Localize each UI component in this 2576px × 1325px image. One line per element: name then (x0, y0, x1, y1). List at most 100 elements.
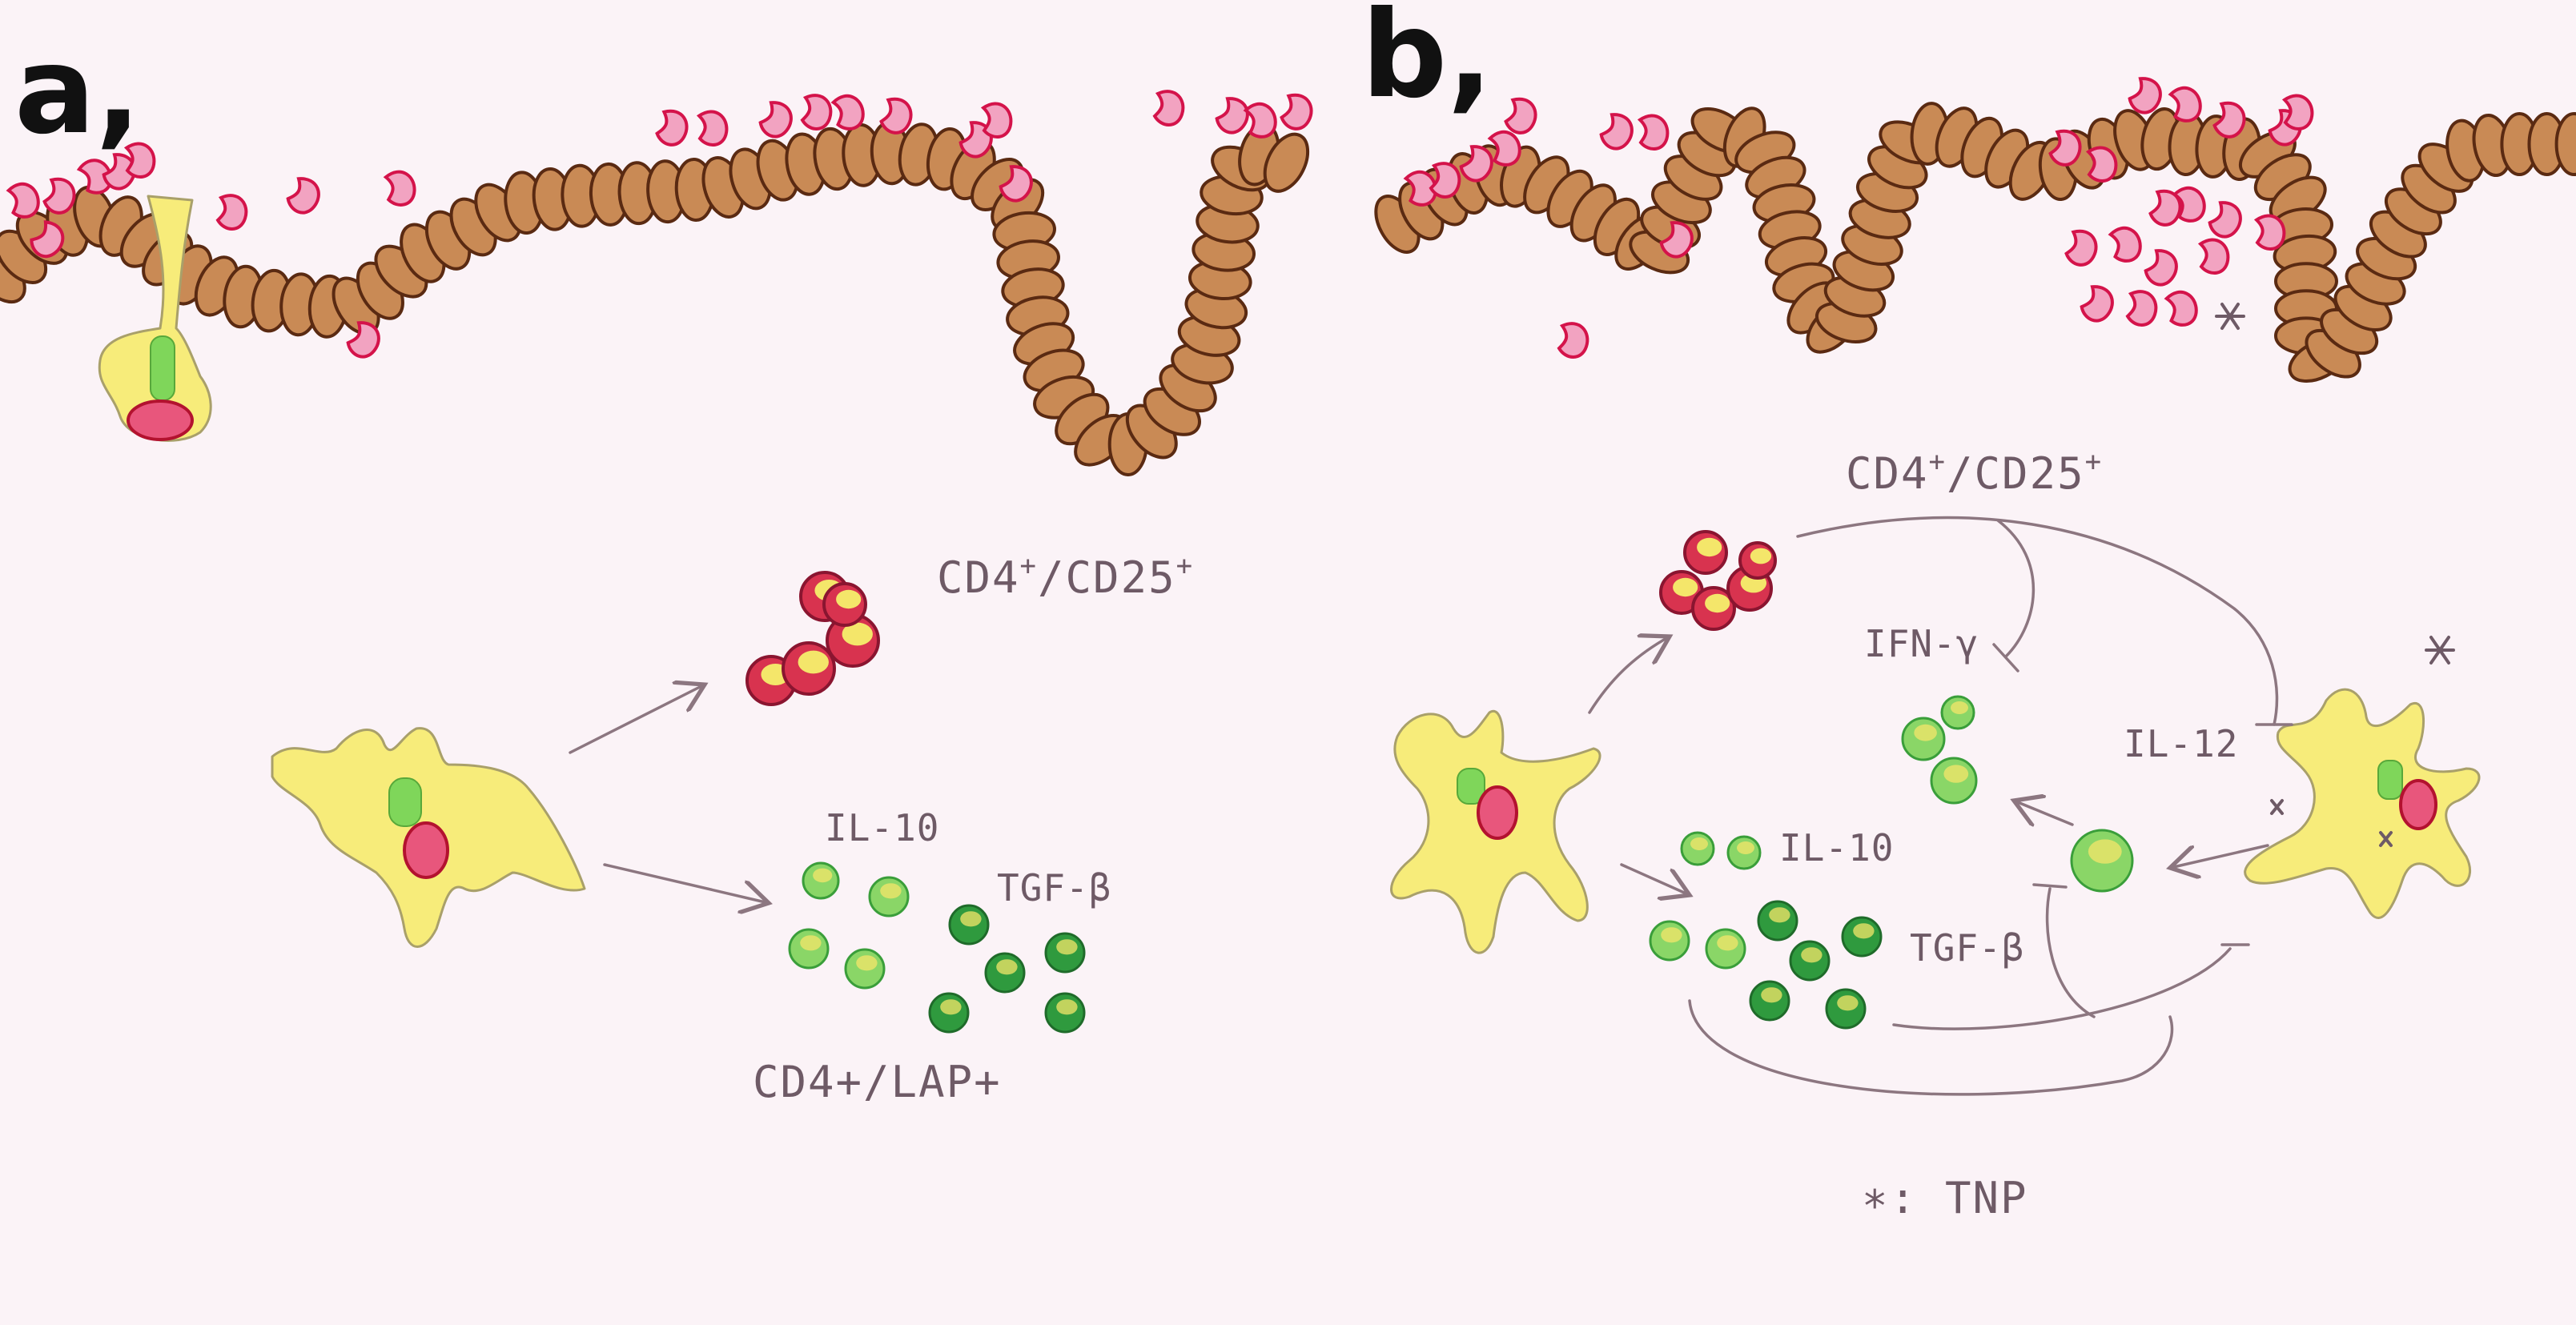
antigen-particle (30, 220, 65, 259)
treg-cell-highlight (836, 589, 862, 609)
antigen-particle (1659, 221, 1694, 259)
label-il10-b: IL-10 (1779, 826, 1894, 869)
cytokine-cell-highlight (1661, 927, 1682, 943)
cytokine-cell-highlight (1690, 837, 1708, 850)
label-tgfb-a: TGF-β (997, 866, 1111, 909)
antigen-particle (1557, 322, 1589, 359)
antigen-particle (2128, 77, 2162, 114)
cytokine-cell-highlight (1056, 999, 1078, 1015)
legend-star: * (1862, 1181, 1890, 1231)
cytokine-cell-highlight (940, 999, 962, 1015)
cytokine-cell-highlight (1717, 935, 1738, 951)
antigen-particle (2208, 201, 2242, 239)
label-ifn-b: IFN-γ (1864, 622, 1979, 665)
epithelial-cell (2554, 112, 2576, 176)
antigen-particle (2197, 238, 2230, 275)
antigen-particle (999, 165, 1033, 203)
treg-cell-highlight (842, 622, 873, 646)
treg-cell-highlight (1750, 548, 1772, 564)
inhibit-bar (2032, 883, 2068, 889)
cytokine-cell-highlight (856, 955, 878, 971)
antigen-particle (1280, 93, 1313, 130)
organelle-icon (2377, 760, 2403, 800)
inhibit-loop-b (1688, 999, 2174, 1096)
antigen-particle (655, 109, 689, 147)
antigen-particle (1243, 102, 1277, 139)
antigen-particle (2281, 94, 2314, 130)
antigen-particle (2144, 249, 2178, 287)
cytokine-cell-highlight (960, 911, 982, 927)
treg-cell-highlight (1697, 537, 1722, 557)
cytokine-cell-highlight (1761, 987, 1782, 1003)
label-cd4-cd25-a: CD4+/CD25+ (937, 550, 1194, 603)
cytokine-cell-highlight (1769, 907, 1790, 923)
treg-cluster-a (745, 571, 880, 706)
inhibit-treg-to-dc-b (1796, 516, 2279, 726)
antigen-particle (383, 170, 416, 207)
cytokine-cell-highlight (1914, 724, 1937, 741)
inhibit-bar (1992, 643, 2019, 673)
antigen-particle (2064, 229, 2098, 267)
dendritic-cell-a (271, 727, 586, 948)
tnp-star-icon (2215, 303, 2455, 847)
antigen-particle (2253, 214, 2286, 251)
organelle-icon (1457, 768, 1485, 805)
antigen-particle (800, 94, 833, 130)
inhibit-il10-b (2045, 887, 2096, 1018)
antigen-particle (2048, 129, 2082, 167)
cytokine-cell-highlight (1801, 947, 1822, 963)
label-cd4-cd25-b: CD4+/CD25+ (1846, 446, 2103, 499)
cytokine-cell-highlight (1056, 939, 1078, 955)
cytokine-cell-highlight (1837, 995, 1859, 1011)
antigens-a (6, 90, 1313, 359)
antigen-particle (830, 94, 865, 130)
antigen-particle (2172, 186, 2206, 223)
antigen-particle (1403, 170, 1437, 207)
treg-cell-highlight (1705, 593, 1730, 613)
antigen-particle (2164, 290, 2198, 327)
antigen-particle (215, 194, 248, 231)
antigen-particle (2085, 146, 2118, 183)
cytokine-cell-highlight (996, 959, 1018, 975)
antigen-particle (1459, 145, 1493, 183)
antigen-particle (76, 159, 113, 195)
organelle-icon (150, 335, 175, 401)
antigen-particle (346, 321, 380, 359)
antigen-particle (1429, 162, 1461, 199)
antigen-particle (879, 97, 913, 135)
nucleus-icon (1477, 785, 1518, 840)
antigen-particle (2212, 101, 2246, 139)
nucleus-icon (2399, 779, 2437, 830)
cytokine-cell-highlight (1943, 765, 1969, 783)
antigen-particle (1152, 90, 1185, 126)
nucleus-icon (127, 400, 194, 441)
antigen-particle (1599, 113, 1634, 151)
sampling-cell (98, 195, 212, 442)
epithelium-b (1374, 102, 2576, 383)
label-il10-a: IL-10 (825, 806, 939, 849)
antigen-particle (758, 101, 793, 139)
antigens-b (1403, 77, 2314, 359)
antigen-particle (2125, 290, 2158, 327)
arrow-il12-b (2170, 844, 2269, 868)
antigen-particle (2168, 86, 2202, 122)
antigen-particle (980, 102, 1013, 139)
cytokine-cell-highlight (2088, 839, 2122, 864)
antigen-particle (1215, 97, 1249, 135)
antigen-particle (2080, 285, 2114, 323)
cytokine-cell-highlight (880, 883, 902, 899)
panel-b-label: b, (1361, 0, 1493, 125)
dendritic-cell-b-left (1390, 709, 1601, 954)
arrow-to-lap-a (603, 863, 769, 903)
treg-cluster-b (1659, 530, 1777, 631)
cytokine-cell-highlight (813, 868, 833, 883)
antigen-particle (42, 177, 76, 215)
cytokine-cell-highlight (800, 935, 822, 951)
nucleus-icon (403, 821, 449, 879)
organelle-icon (388, 777, 422, 827)
arrow-dc-to-treg-b (1588, 636, 1670, 714)
dendritic-cell-b-right (2244, 688, 2481, 919)
antigen-particle (1487, 130, 1521, 167)
cytokine-cell-highlight (1853, 923, 1875, 939)
antigen-particle (286, 177, 320, 215)
